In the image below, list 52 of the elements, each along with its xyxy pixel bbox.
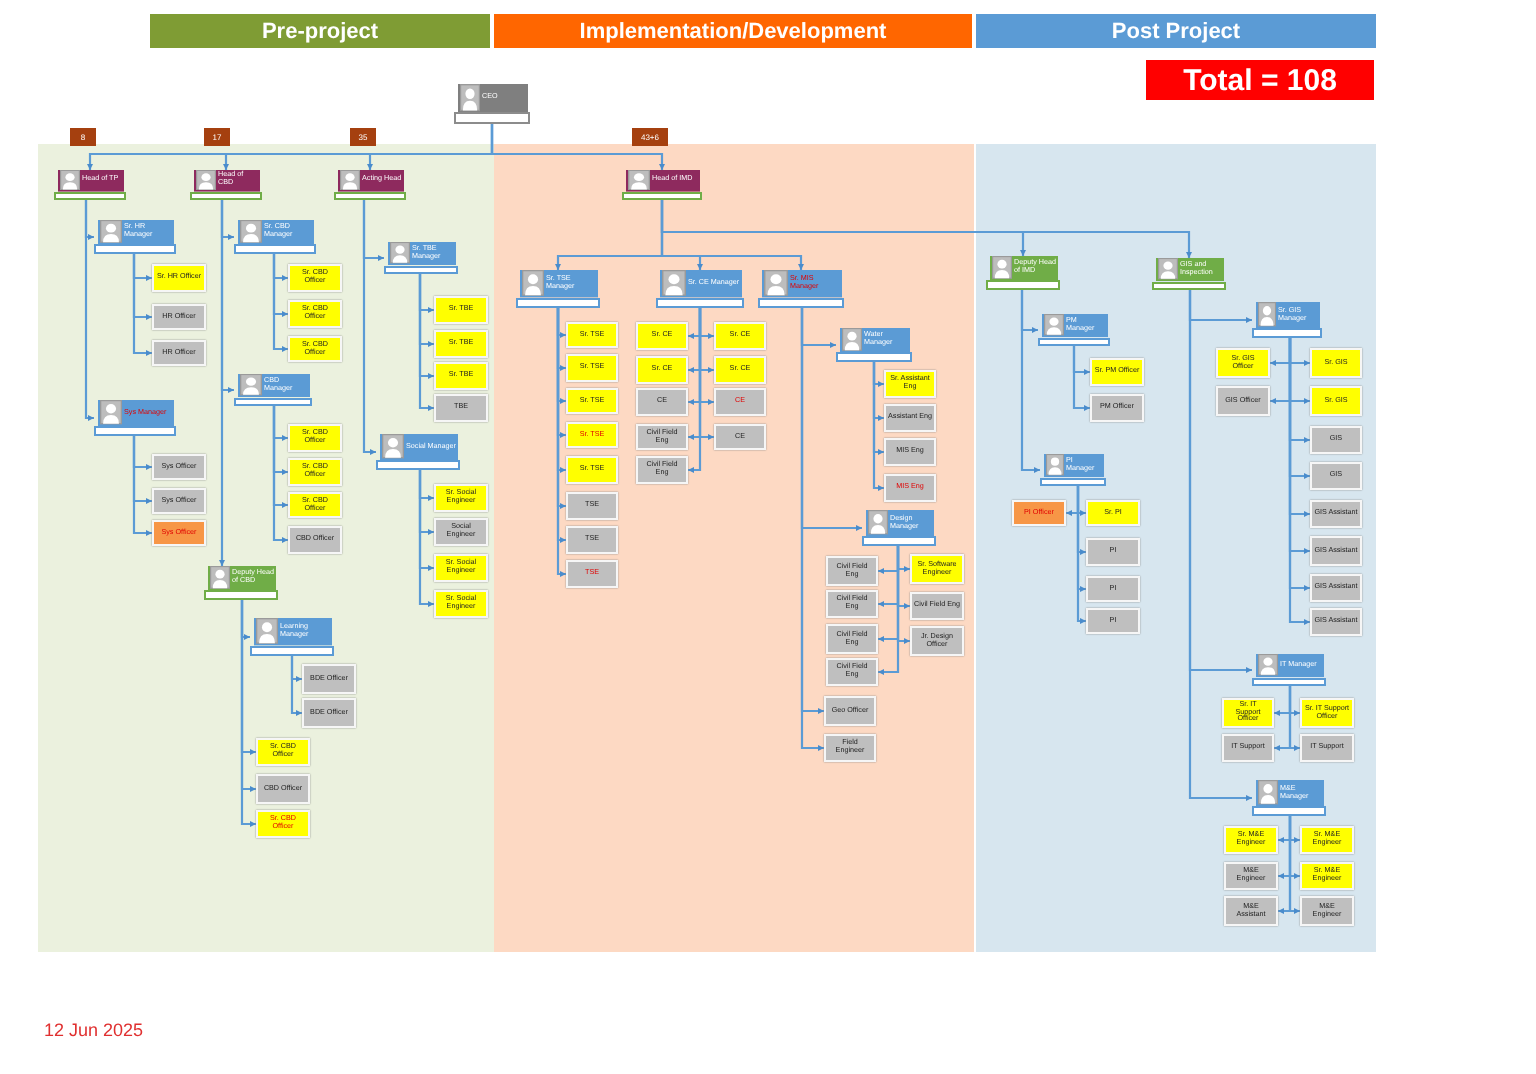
connector-arrow: [872, 362, 884, 492]
connector-arrow: [1288, 816, 1300, 915]
deputy-card: [1152, 258, 1226, 290]
connector-arrow: [896, 546, 910, 645]
manager-card: [250, 618, 334, 656]
manager-card: [758, 270, 844, 308]
connector-arrow: [1288, 686, 1300, 752]
connector-arrow: [362, 200, 376, 456]
connector-arrow: [272, 406, 288, 544]
connector-arrow: [1188, 290, 1252, 802]
connector-arrow: [272, 254, 288, 353]
phase-header: Pre-project: [150, 14, 490, 48]
manager-card: [1038, 314, 1110, 346]
ceo-card: [454, 84, 530, 124]
connector-arrow: [490, 124, 666, 170]
manager-card: [1252, 302, 1322, 338]
connector-arrow: [290, 656, 302, 717]
manager-card: [516, 270, 600, 308]
connector-arrow: [418, 470, 434, 608]
connector-arrow: [218, 200, 226, 566]
connector-arrow: [132, 436, 152, 537]
connector-arrow: [660, 200, 1193, 258]
manager-card: [234, 374, 312, 406]
manager-card: [836, 328, 912, 362]
connector-arrow: [240, 600, 256, 828]
connector-arrow: [132, 254, 152, 357]
head-card: [622, 170, 702, 200]
deputy-card: [204, 566, 278, 600]
connector-arrow: [1072, 346, 1090, 412]
head-card: [54, 170, 126, 200]
manager-card: [1252, 654, 1326, 686]
manager-card: [94, 400, 176, 436]
manager-card: [1040, 454, 1106, 486]
manager-card: [376, 434, 460, 470]
head-card: [334, 170, 406, 200]
connector-arrow: [1076, 486, 1086, 625]
head-card: [190, 170, 262, 200]
date-label: 12 Jun 2025: [44, 1020, 144, 1040]
connector-arrow: [84, 200, 94, 422]
phase-header: Post Project: [976, 14, 1376, 48]
manager-card: [234, 220, 316, 254]
phase-header: Implementation/Development: [494, 14, 972, 48]
connector-arrow: [1020, 290, 1040, 474]
total-badge: Total = 108: [1146, 60, 1374, 100]
connector-arrow: [698, 308, 714, 441]
manager-card: [1252, 780, 1326, 816]
deputy-card: [986, 256, 1060, 290]
manager-card: [656, 270, 744, 308]
manager-card: [862, 510, 936, 546]
connector-arrow: [418, 274, 434, 412]
manager-card: [94, 220, 176, 254]
manager-card: [384, 242, 458, 274]
